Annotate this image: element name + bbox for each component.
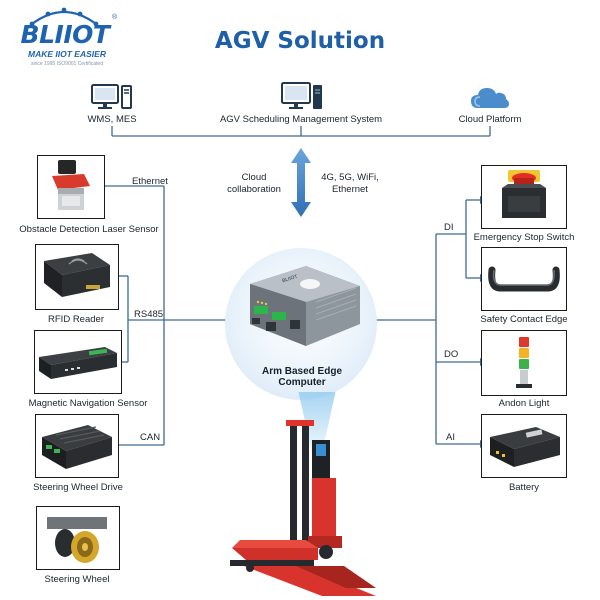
estop-switch-label: Emergency Stop Switch xyxy=(473,232,575,243)
andon-light-card xyxy=(481,330,567,396)
magnetic-sensor-card xyxy=(34,330,122,394)
battery-label: Battery xyxy=(508,482,540,493)
edge-computer-device-icon xyxy=(250,266,360,346)
logo-arc-icon xyxy=(29,7,99,26)
company-logo: BLIIOT ® MAKE IIOT EASIER since 1995 ISO… xyxy=(6,6,126,68)
wheel-drive-icon xyxy=(42,425,112,469)
computer-icon xyxy=(91,84,132,109)
laser-sensor-label: Obstacle Detection Laser Sensor xyxy=(19,224,159,235)
wheel-drive-card xyxy=(35,414,119,478)
rfid-reader-card xyxy=(35,244,119,310)
rfid-reader-icon xyxy=(44,253,110,297)
uplink-double-arrow xyxy=(291,148,311,217)
workstation-icon xyxy=(281,82,322,109)
ai-bus-label: AI xyxy=(446,432,455,443)
steering-wheel-card xyxy=(36,506,120,570)
steering-wheel-icon xyxy=(47,517,107,563)
safety-edge-card xyxy=(481,247,567,311)
battery-card xyxy=(481,414,567,478)
safety-edge-label: Safety Contact Edge xyxy=(480,314,568,325)
logo-registered-mark: ® xyxy=(112,14,118,21)
battery-icon xyxy=(490,427,560,467)
cloud-collaboration-label: Cloud collaboration xyxy=(227,172,281,195)
network-types-label: 4G, 5G, WiFi, Ethernet xyxy=(321,172,379,195)
estop-switch-card xyxy=(481,165,567,229)
cloud-platform-label: Cloud Platform xyxy=(458,114,522,125)
steering-wheel-label: Steering Wheel xyxy=(44,574,110,585)
scheduling-system-label: AGV Scheduling Management System xyxy=(219,114,383,125)
rs485-bus-label: RS485 xyxy=(134,309,164,320)
andon-light-label: Andon Light xyxy=(498,398,550,409)
ethernet-bus-label: Ethernet xyxy=(132,176,168,187)
andon-light-icon xyxy=(516,337,532,388)
can-bus-label: CAN xyxy=(140,432,161,443)
di-bus-label: DI xyxy=(444,222,454,233)
safety-edge-icon xyxy=(488,266,560,292)
page-title: AGV Solution xyxy=(214,28,386,54)
logo-wordmark: BLIIOT xyxy=(20,20,110,49)
cloud-icon xyxy=(471,88,509,108)
rfid-reader-label: RFID Reader xyxy=(48,314,104,325)
magnetic-sensor-icon xyxy=(39,347,117,379)
wms-mes-label: WMS, MES xyxy=(87,114,137,125)
wheel-drive-label: Steering Wheel Drive xyxy=(33,482,123,493)
logo-slogan: MAKE IIOT EASIER xyxy=(28,49,106,59)
do-bus-label: DO xyxy=(444,349,459,360)
agv-forklift-icon xyxy=(230,420,376,596)
laser-sensor-card xyxy=(37,155,105,219)
edge-computer-label: Arm Based Edge Computer xyxy=(261,366,343,388)
laser-sensor-icon xyxy=(52,160,90,210)
magnetic-sensor-label: Magnetic Navigation Sensor xyxy=(28,398,148,409)
estop-switch-icon xyxy=(502,170,546,218)
logo-subtitle: since 1995 ISO9001 Certificated xyxy=(31,61,103,67)
